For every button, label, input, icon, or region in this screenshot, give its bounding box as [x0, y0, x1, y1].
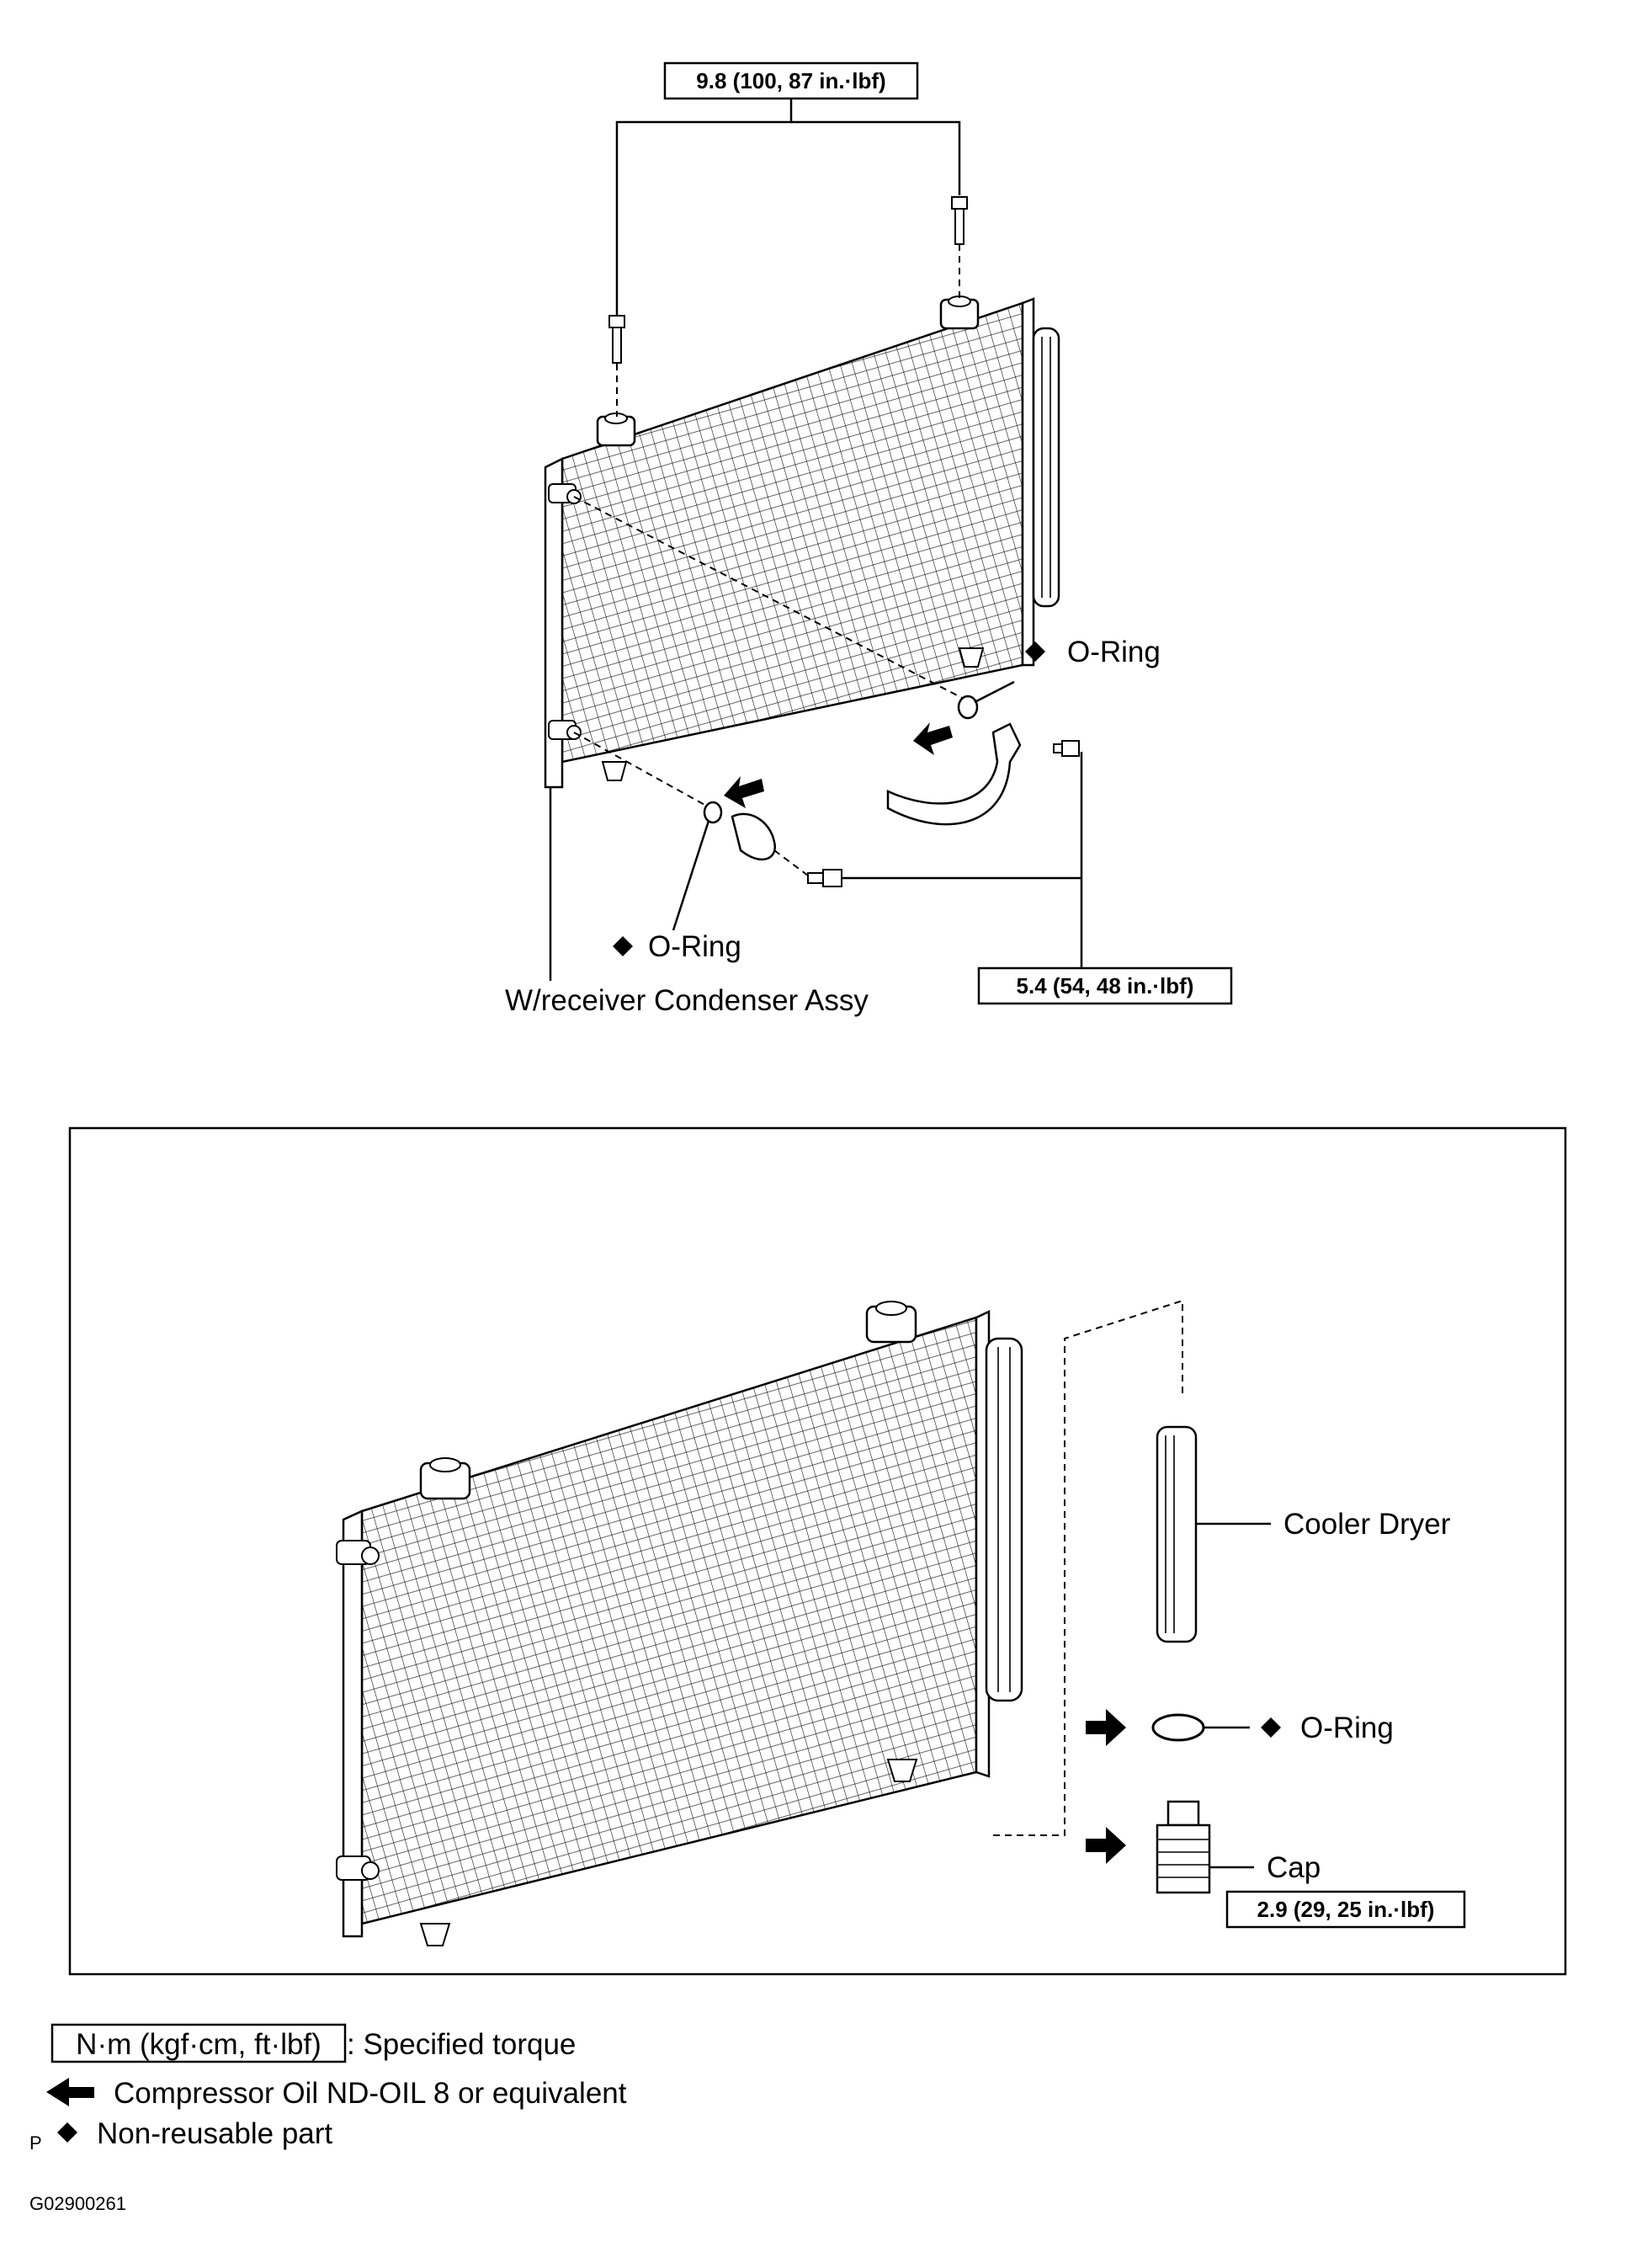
arrow-left-icon: [1086, 1709, 1126, 1746]
bottom-frame: [68, 1126, 1567, 1976]
arrow-left-icon: [1086, 1827, 1126, 1864]
pipe-fitting-left: [703, 801, 842, 887]
diamond-icon: [1025, 642, 1045, 662]
bolt-top-right: [951, 196, 968, 300]
cooler-dryer-part: [1156, 1425, 1198, 1643]
arrow-left-icon: [724, 776, 764, 808]
oring-part: [1151, 1713, 1205, 1742]
condenser-top: [544, 295, 1060, 789]
oring-right-part: [957, 695, 979, 720]
page-letter: P: [29, 2132, 42, 2154]
bolt-top-left: [608, 315, 625, 417]
diamond-icon: [57, 2122, 77, 2143]
legend: N·m (kgf·cm, ft·lbf) : Specified torque …: [29, 2023, 627, 2214]
oring-left-part: [703, 801, 723, 824]
torque-box-bottom: [977, 966, 1233, 1005]
torque-leader-top: [615, 98, 793, 320]
oring-label: O-Ring: [1300, 1712, 1394, 1744]
cap-label: Cap: [1267, 1851, 1321, 1884]
legend-torque-desc: : Specified torque: [347, 2028, 576, 2061]
legend-torque-box: [50, 2023, 347, 2063]
condenser-label: W/receiver Condenser Assy: [505, 984, 869, 1017]
legend-oil: Compressor Oil ND-OIL 8 or equivalent: [114, 2077, 627, 2110]
bottom-diagram: Cooler Dryer O-Ring Cap 2.9 (29, 25 in.·…: [68, 1126, 1567, 1976]
torque-label-bottom: 5.4 (54, 48 in.·lbf): [1017, 973, 1194, 998]
condenser-bottom: [336, 1301, 1023, 1946]
cap-torque-box: [1225, 1890, 1466, 1929]
arrow-left-icon: [46, 2078, 94, 2106]
diamond-icon: [1261, 1717, 1281, 1738]
diamond-icon: [613, 936, 633, 956]
torque-label-top: 9.8 (100, 87 in.·lbf): [696, 68, 885, 93]
legend-torque-unit: N·m (kgf·cm, ft·lbf): [76, 2028, 321, 2061]
arrow-left-icon: [913, 722, 953, 755]
legend-nonreusable: Non-reusable part: [97, 2117, 332, 2150]
cap-torque-label: 2.9 (29, 25 in.·lbf): [1257, 1897, 1435, 1922]
oring-left-label: O-Ring: [648, 930, 741, 963]
cooler-dryer-label: Cooler Dryer: [1283, 1508, 1451, 1541]
figure-code: G02900261: [29, 2193, 126, 2214]
pipe-fitting-right: [886, 695, 1080, 826]
oring-right-label: O-Ring: [1067, 636, 1161, 668]
cap-part: [1156, 1800, 1211, 1894]
top-diagram: 9.8 (100, 87 in.·lbf): [505, 61, 1233, 1017]
